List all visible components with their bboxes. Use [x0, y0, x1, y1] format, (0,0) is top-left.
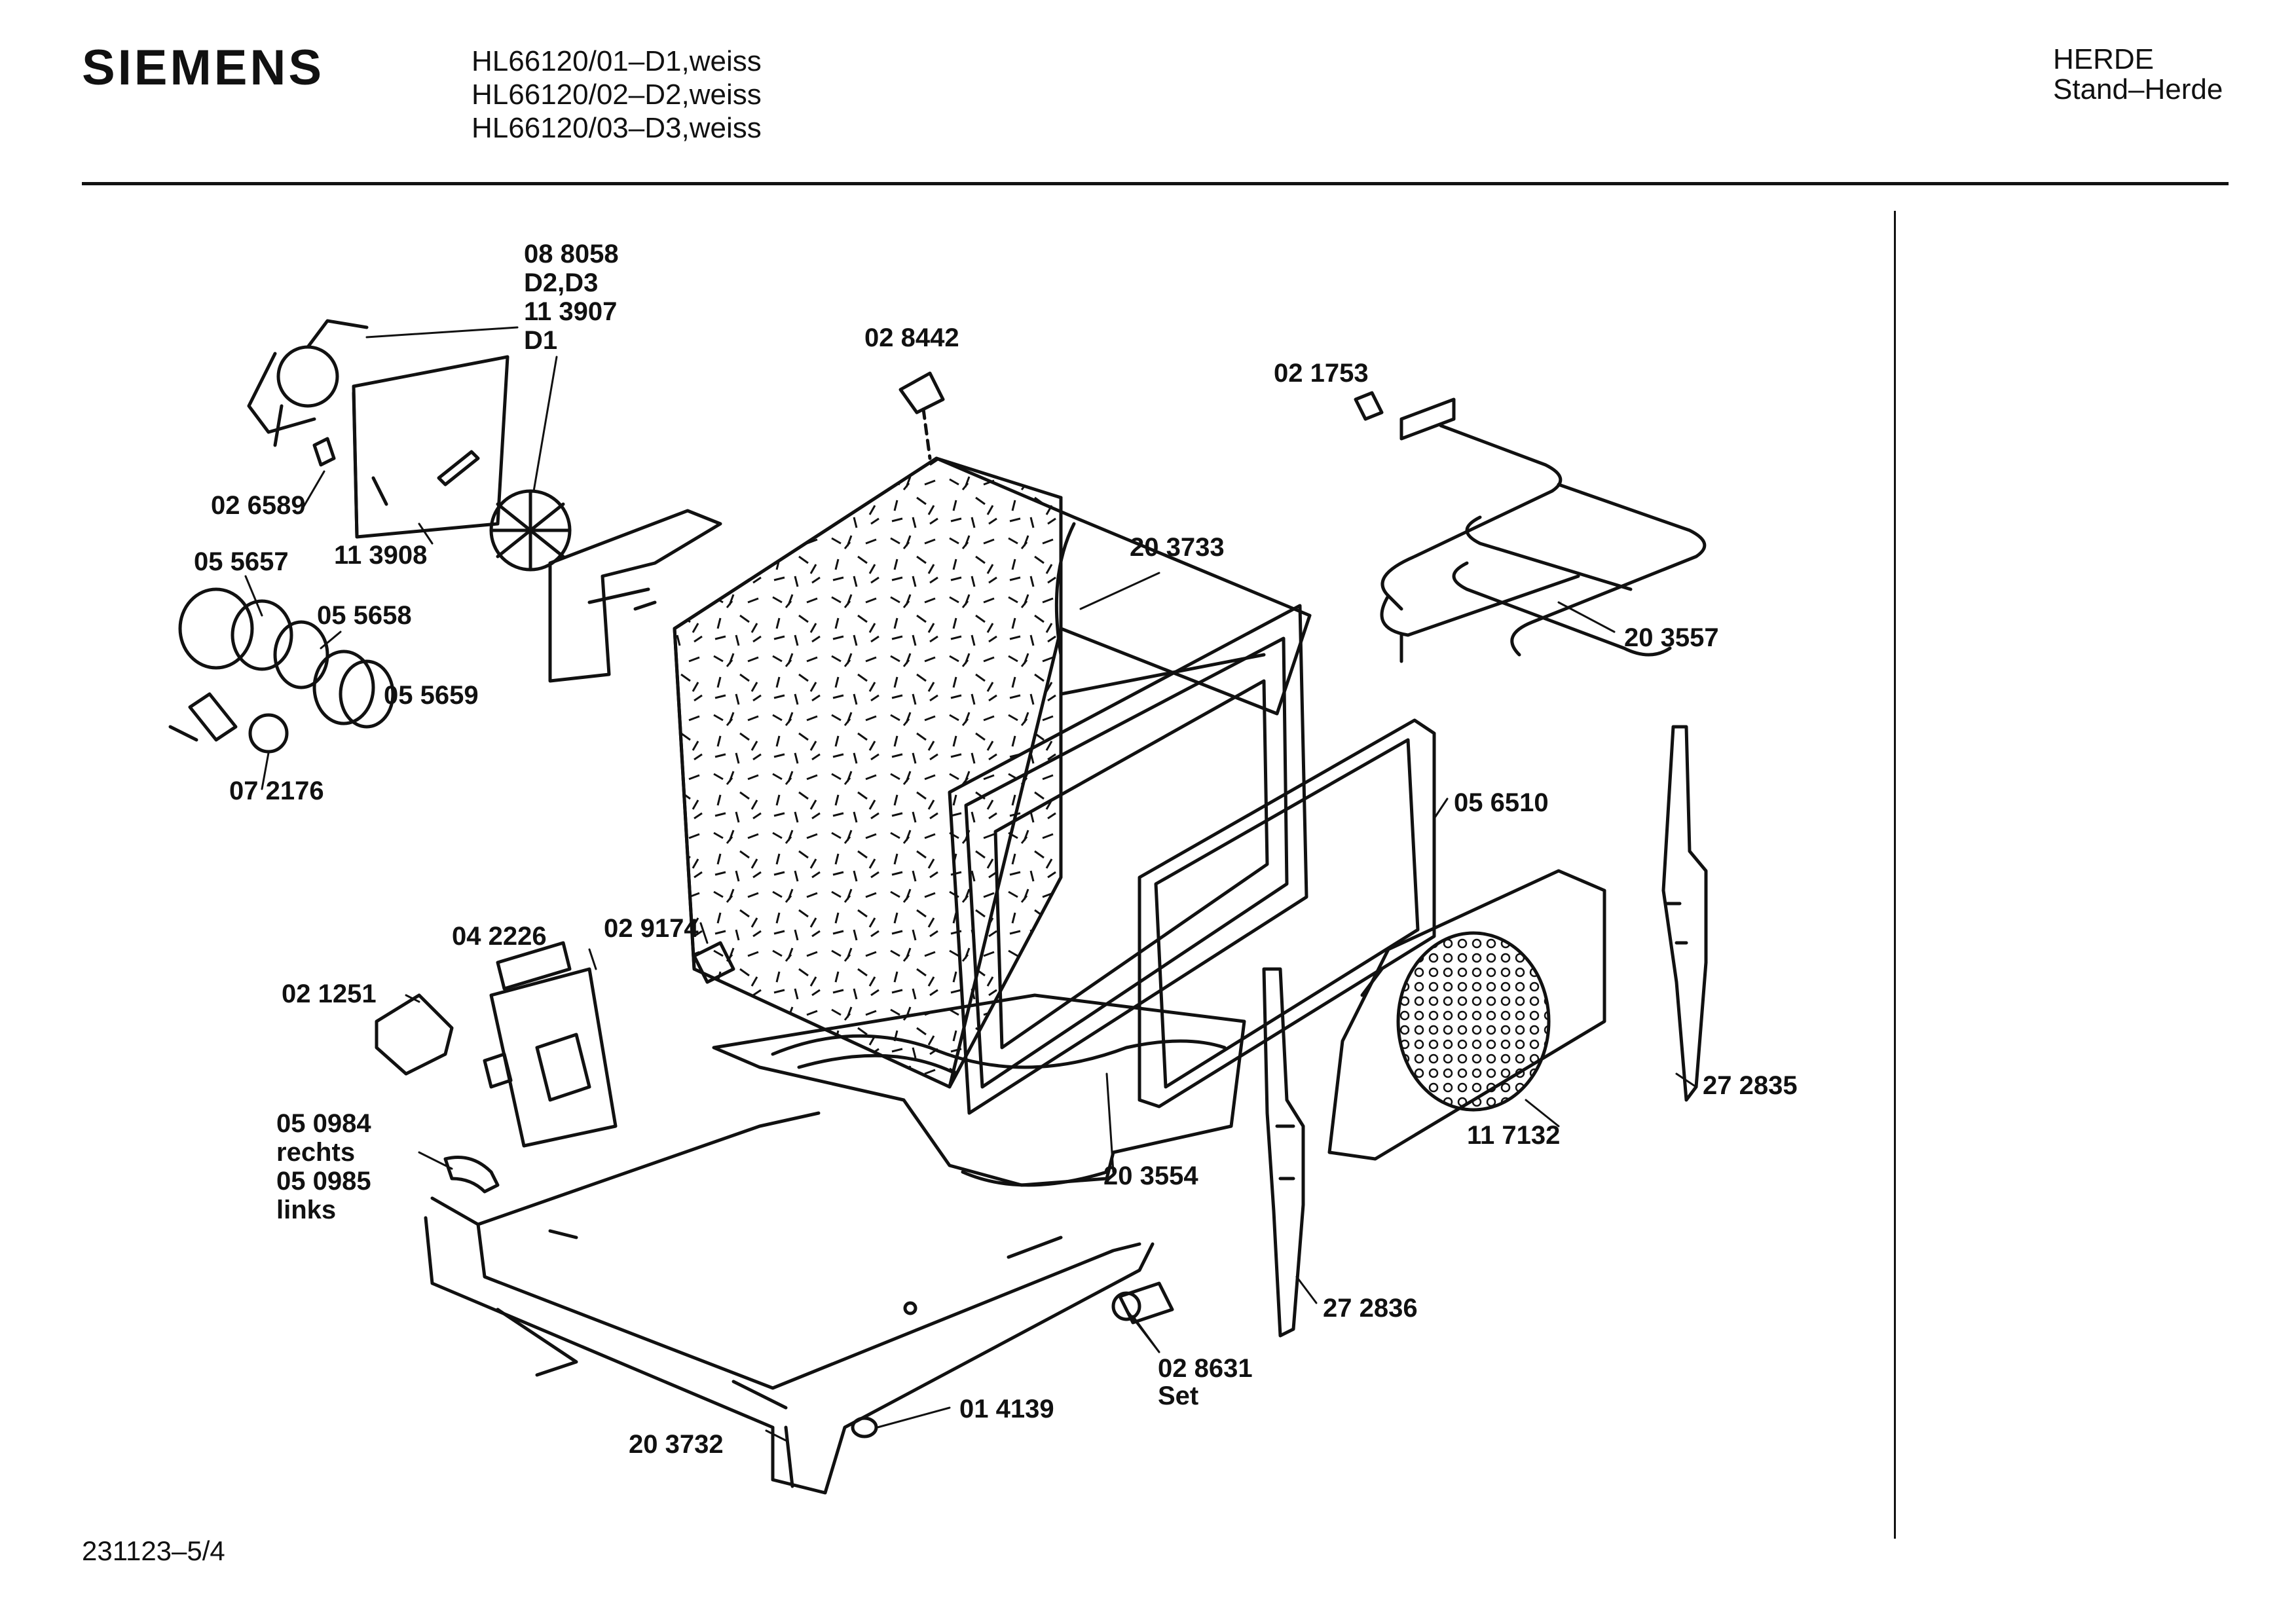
- part-label: 05 0985: [276, 1167, 371, 1196]
- category-subtitle: Stand–Herde: [2053, 73, 2223, 105]
- model-list: HL66120/01–D1,weiss HL66120/02–D2,weiss …: [472, 45, 762, 145]
- small-parts: [312, 371, 1384, 1194]
- brand-logo: SIEMENS: [82, 40, 325, 96]
- part-label: D1: [524, 326, 558, 355]
- part-label: links: [276, 1196, 337, 1224]
- base-frame: [424, 1111, 1155, 1495]
- part-label: 07 2176: [229, 777, 324, 805]
- part-label: 02 1753: [1274, 359, 1369, 388]
- part-label: 08 8058: [524, 240, 619, 268]
- oven-bottom: [712, 993, 1246, 1187]
- category-title: HERDE: [2053, 43, 2155, 75]
- model-line: HL66120/02–D2,weiss: [472, 79, 762, 111]
- part-label: 05 0984: [276, 1109, 371, 1138]
- part-label: 20 3554: [1103, 1162, 1198, 1190]
- part-label: 05 5658: [317, 601, 412, 630]
- part-label: 20 3557: [1624, 623, 1719, 652]
- part-label: 04 2226: [452, 922, 547, 951]
- oven-cavity: [673, 456, 1312, 1089]
- part-label: 20 3732: [629, 1430, 724, 1459]
- side-rails: [1262, 725, 1708, 1338]
- model-line: HL66120/01–D1,weiss: [472, 45, 762, 77]
- part-label: rechts: [276, 1138, 356, 1167]
- model-line: HL66120/03–D3,weiss: [472, 112, 762, 144]
- header-divider: [82, 182, 2229, 185]
- part-label: 02 6589: [211, 491, 306, 520]
- part-label: Set: [1158, 1382, 1199, 1410]
- part-label: 27 2835: [1703, 1071, 1798, 1100]
- part-label: D2,D3: [524, 268, 599, 297]
- part-label: 27 2836: [1323, 1294, 1418, 1323]
- part-label: 02 1251: [282, 980, 377, 1008]
- oven-lamp-parts: [168, 587, 395, 754]
- bracket: [548, 509, 722, 683]
- part-label: 02 9174: [604, 914, 699, 943]
- part-label: 05 5657: [194, 547, 289, 576]
- margin-divider: [1894, 211, 1896, 1539]
- part-label: 02 8631: [1158, 1354, 1253, 1383]
- part-label: 20 3733: [1130, 533, 1225, 562]
- part-label: 11 7132: [1467, 1121, 1561, 1150]
- part-label: 11 3907: [524, 297, 618, 326]
- fan-cover: [1327, 869, 1606, 1161]
- category-block: HERDE Stand–Herde: [2053, 45, 2223, 105]
- heating-element: [1380, 397, 1707, 663]
- door-seal: [1138, 718, 1436, 1108]
- fan-motor: [247, 319, 572, 572]
- document-reference: 231123–5/4: [82, 1535, 225, 1566]
- part-label: 05 5659: [384, 681, 479, 710]
- leader-lines: [244, 326, 1697, 1442]
- part-label: 02 8442: [864, 323, 959, 352]
- part-label: 05 6510: [1454, 788, 1549, 817]
- part-label: 11 3908: [334, 541, 428, 570]
- part-label: 01 4139: [959, 1395, 1054, 1423]
